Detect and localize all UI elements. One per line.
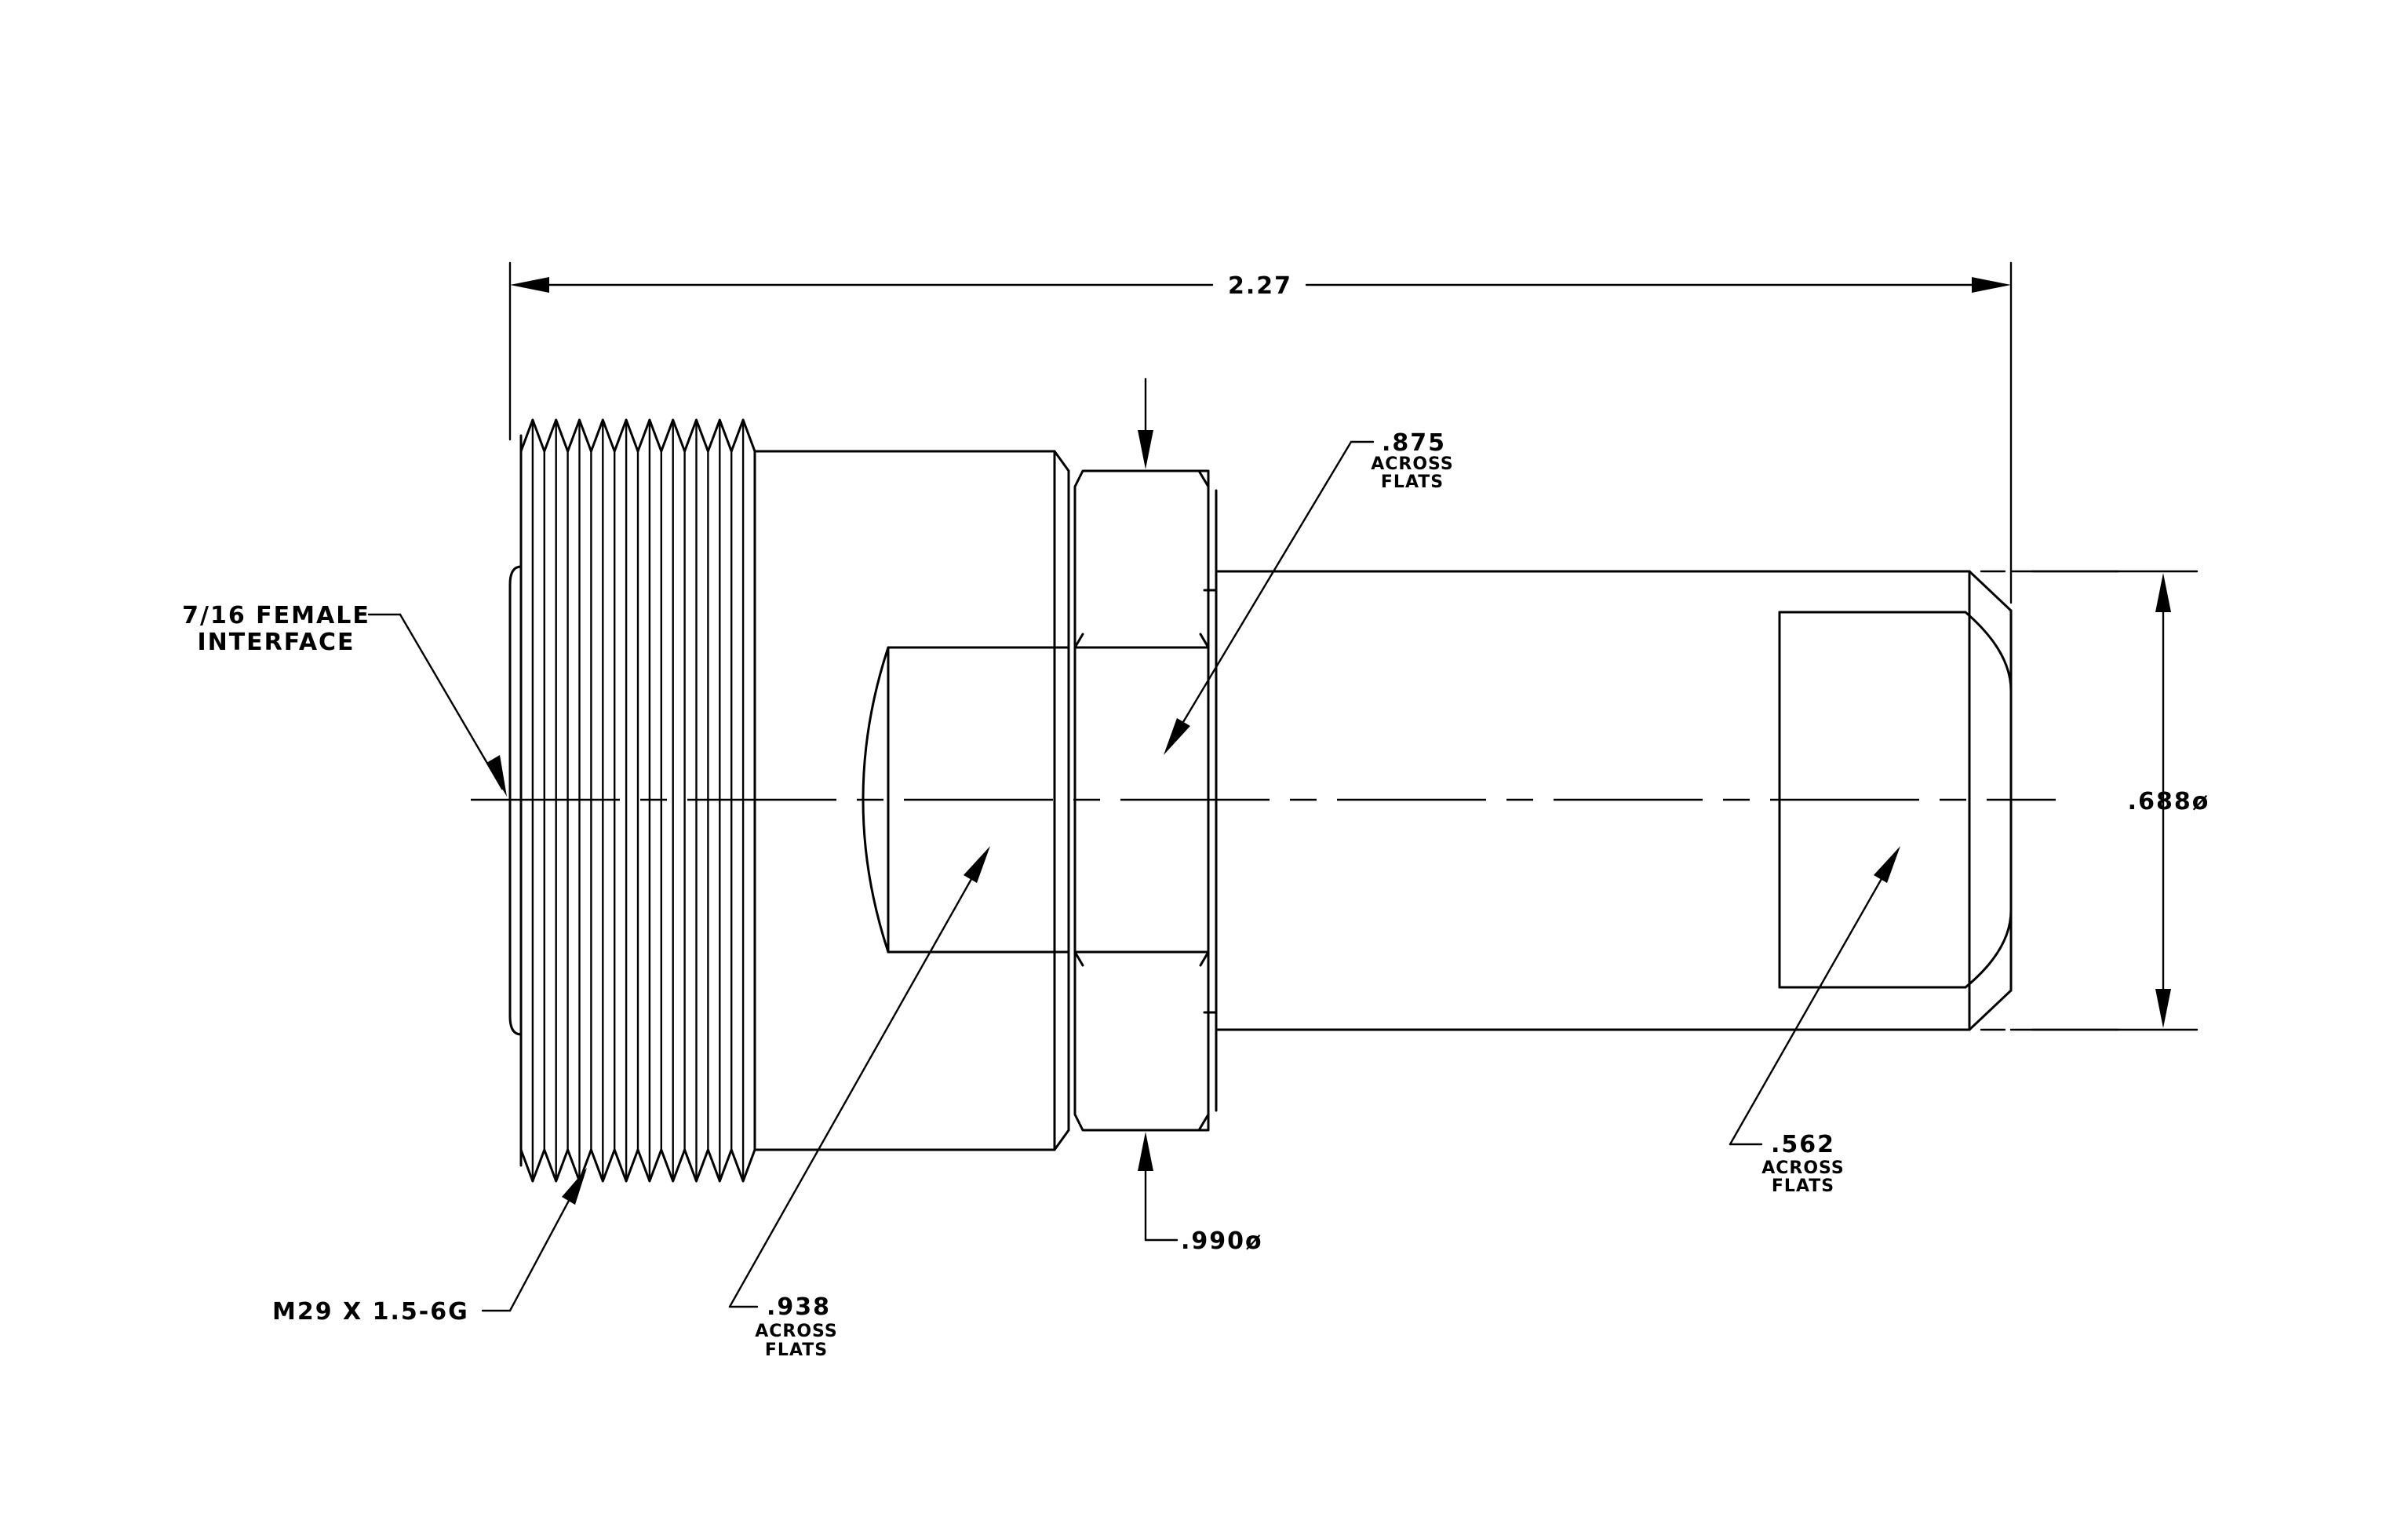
flats-875-line2: FLATS — [1381, 472, 1444, 492]
interface-leader: 7/16 FEMALE INTERFACE — [182, 602, 507, 797]
body-cylinder — [753, 450, 1070, 1151]
pin-diameter-label: .688ø — [2128, 788, 2210, 815]
pin-diameter-dimension: .688ø — [1980, 570, 2210, 1031]
interface-label-line1: 7/16 FEMALE — [182, 602, 370, 629]
flats-938-value: .938 — [767, 1293, 831, 1321]
flats-875-value: .875 — [1382, 429, 1446, 457]
thread-leader: M29 X 1.5-6G — [272, 1168, 587, 1326]
nut-diameter-label: .990ø — [1181, 1227, 1263, 1255]
flats-562-value: .562 — [1771, 1131, 1835, 1158]
interface-label-line2: INTERFACE — [197, 629, 355, 656]
thread-label: M29 X 1.5-6G — [272, 1298, 469, 1326]
flats-562-leader: .562 ACROSS FLATS — [1729, 846, 1900, 1196]
overall-length-label: 2.27 — [1228, 272, 1292, 300]
flats-562-line2: FLATS — [1772, 1176, 1834, 1196]
flats-875-leader: .875 ACROSS FLATS — [1164, 429, 1454, 755]
overall-length-dimension: 2.27 — [508, 261, 2013, 604]
flats-938-leader: .938 ACROSS FLATS — [728, 846, 990, 1360]
flats-938-line1: ACROSS — [755, 1322, 838, 1341]
flats-562-line1: ACROSS — [1761, 1158, 1845, 1178]
flats-938-line2: FLATS — [765, 1340, 828, 1360]
flats-875-line1: ACROSS — [1371, 454, 1454, 474]
nut-diameter-dimension: .990ø — [1138, 378, 1263, 1255]
